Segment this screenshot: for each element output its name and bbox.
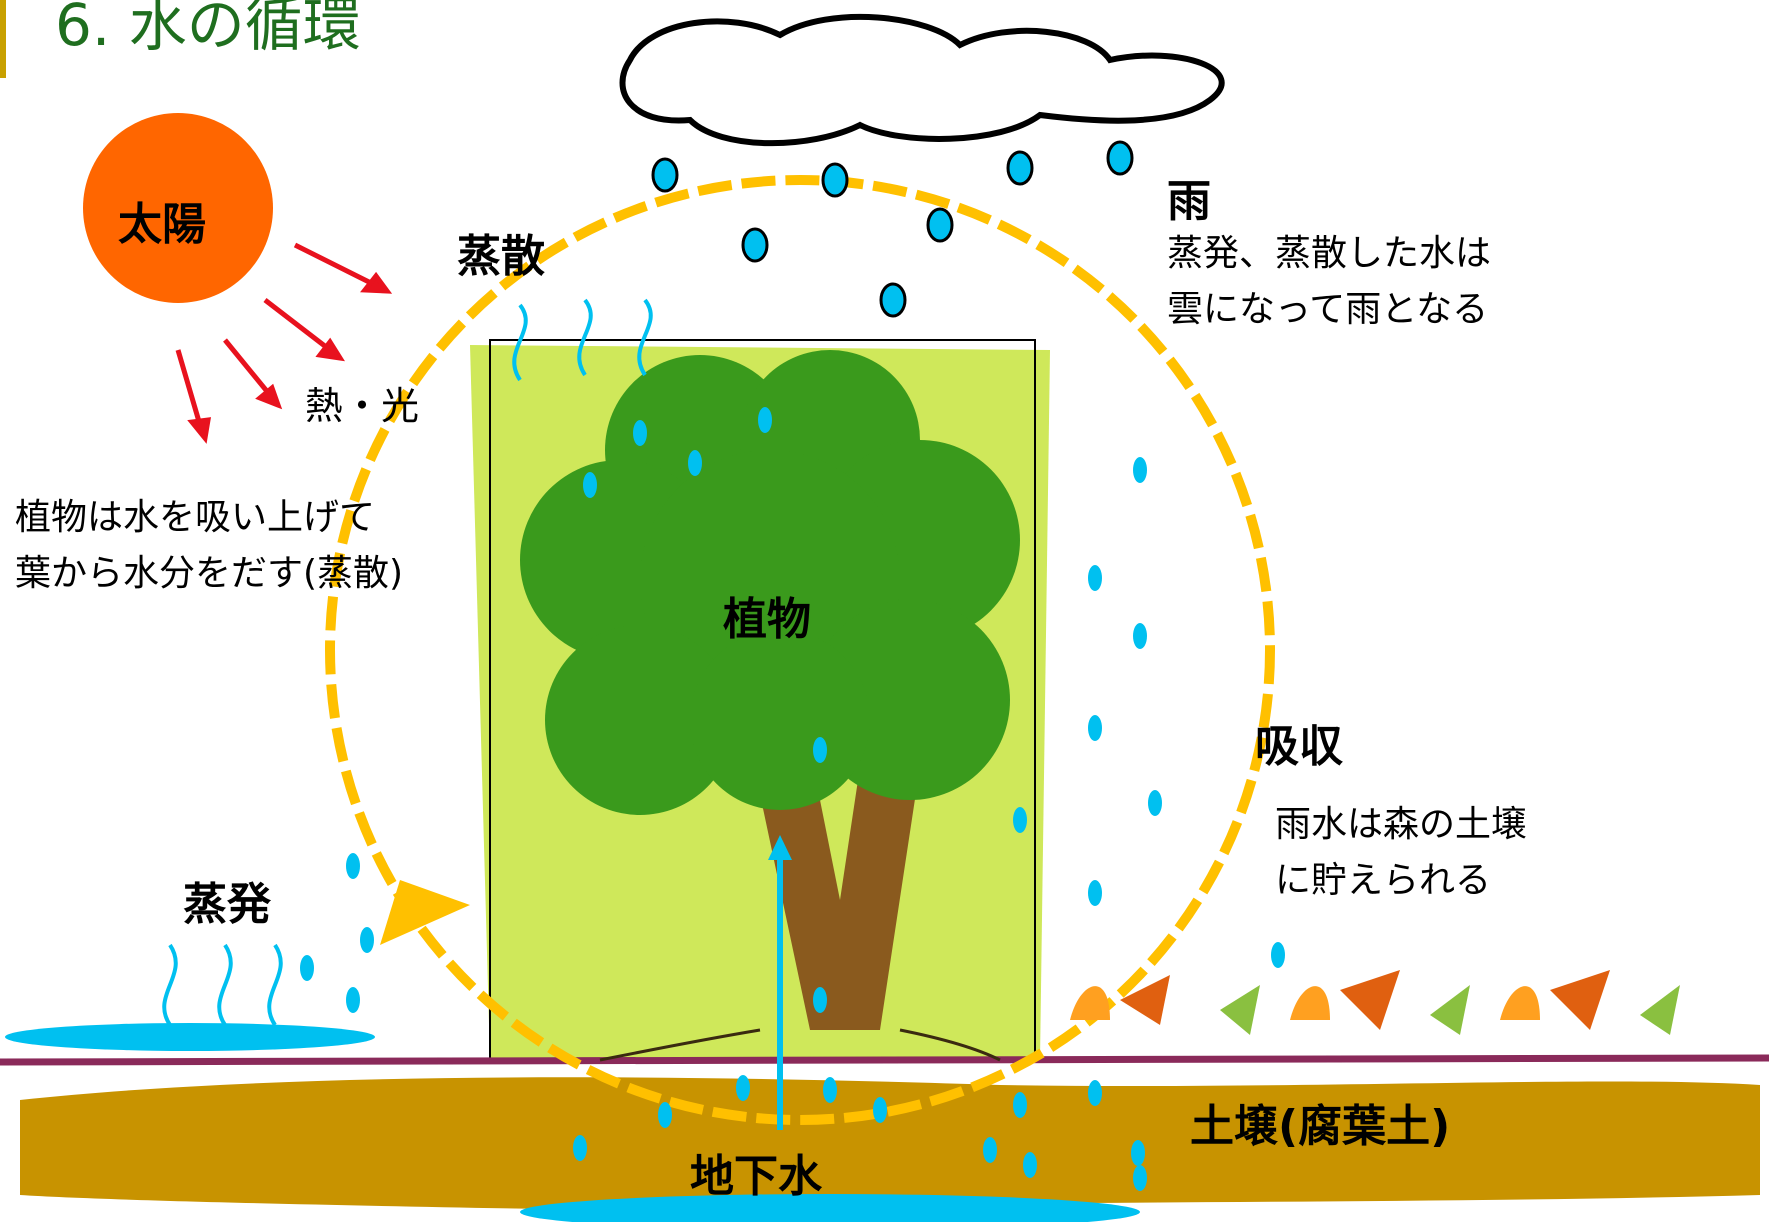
tree-roots (599, 1028, 1001, 1062)
sun-label: 太陽 (118, 199, 206, 250)
absorption-label: 吸収 (1255, 721, 1343, 772)
pond (5, 1023, 375, 1051)
soil-note-line-2: に貯えられる (1275, 860, 1492, 901)
heat-light-label: 熱・光 (305, 384, 420, 428)
rain-note-line-1: 蒸発、蒸散した水は (1167, 233, 1492, 274)
vapor-arrows (162, 298, 653, 1027)
transpiration-label: 蒸散 (457, 231, 545, 282)
plant-label: 植物 (723, 594, 811, 645)
soil-note-line-1: 雨水は森の土壌 (1275, 804, 1528, 845)
groundwater-arrowhead (768, 835, 792, 860)
title-accent-bar (0, 0, 6, 78)
plant-note: 植物は水を吸い上げて 葉から水分をだす(蒸散) (15, 490, 403, 602)
fallen-leaves (1070, 970, 1680, 1035)
groundwater-label: 地下水 (690, 1151, 822, 1202)
groundwater-pool (520, 1194, 1140, 1226)
evaporation-label: 蒸発 (183, 879, 271, 930)
soil-layer (20, 1077, 1760, 1210)
water-dots (300, 407, 1285, 1191)
rain-note-line-2: 雲になって雨となる (1167, 289, 1489, 330)
raindrops (651, 140, 1134, 318)
sun (83, 113, 273, 303)
plant-note-line-2: 葉から水分をだす(蒸散) (15, 553, 404, 594)
page-title: 6. 水の循環 (55, 0, 361, 59)
cloud (619, 13, 1225, 147)
tree-foliage (520, 350, 1020, 815)
soil-note: 雨水は森の土壌 に貯えられる (1275, 797, 1527, 909)
plant-note-line-1: 植物は水を吸い上げて (15, 497, 376, 538)
cycle-arrowhead (380, 880, 470, 945)
ground-line (0, 1054, 1769, 1066)
soil-label: 土壌(腐葉土) (1190, 1101, 1451, 1152)
rain-note: 蒸発、蒸散した水は 雲になって雨となる (1167, 226, 1491, 338)
cycle-path (325, 175, 1275, 1125)
rain-label: 雨 (1167, 176, 1211, 227)
heat-arrows (175, 242, 393, 444)
